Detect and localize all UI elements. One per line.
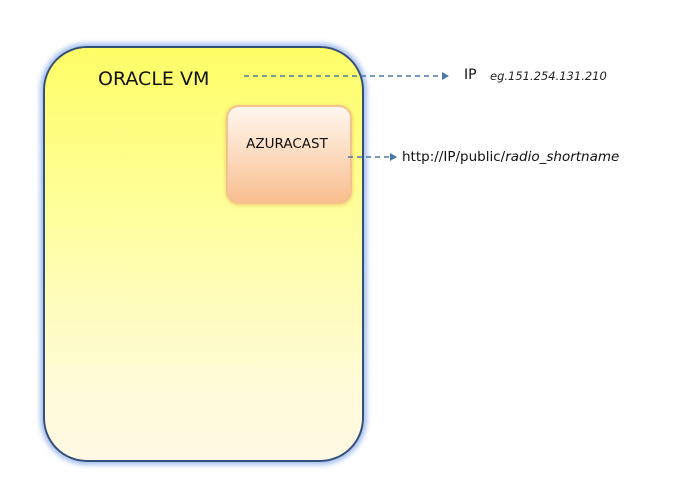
- url-prefix: http://IP/public/: [402, 149, 506, 165]
- ip-example-text: eg.151.254.131.210: [490, 69, 607, 83]
- oracle-vm-label: ORACLE VM: [98, 68, 210, 90]
- azuracast-label: AZURACAST: [246, 136, 328, 152]
- ip-label: IP: [464, 67, 477, 83]
- azuracast-container: [226, 105, 352, 204]
- url-shortname: radio_shortname: [505, 149, 620, 165]
- public-url-text: http://IP/public/radio_shortname: [402, 149, 619, 165]
